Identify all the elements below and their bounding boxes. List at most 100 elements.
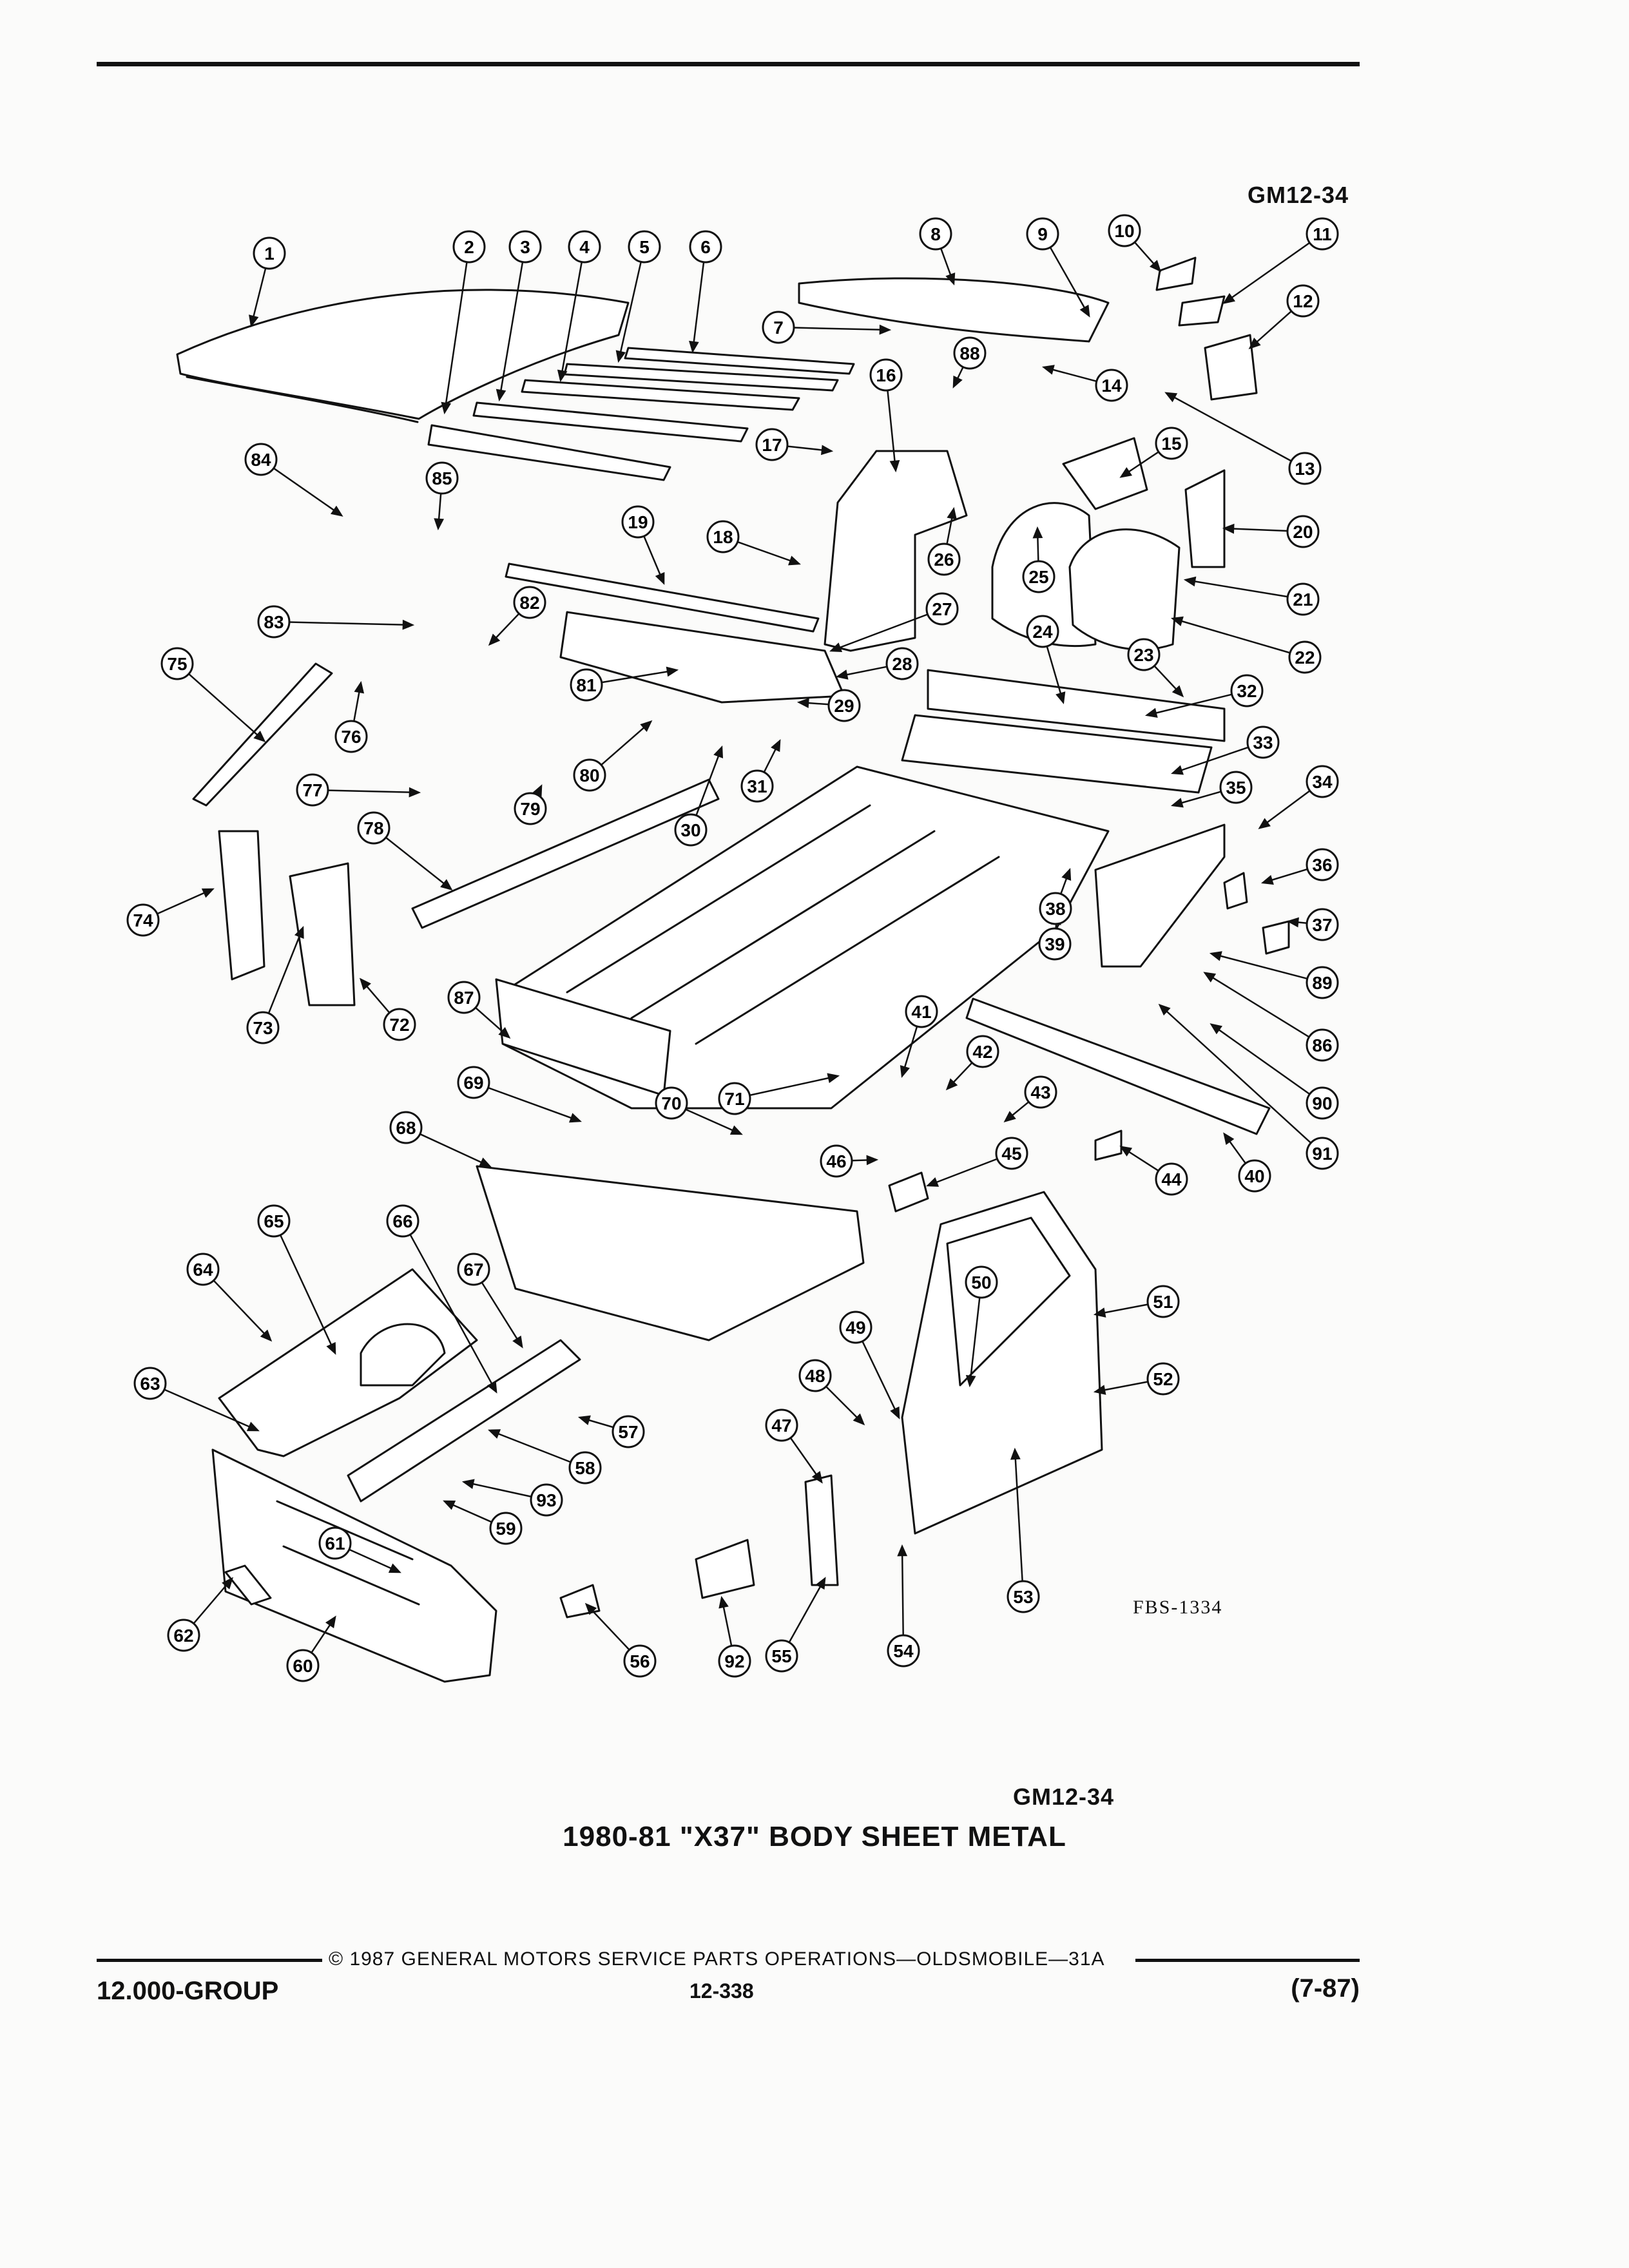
- callout-circle-32: [1230, 674, 1264, 707]
- callout-circle-1: [253, 236, 286, 270]
- leader-arrowhead-55: [815, 1577, 826, 1590]
- callout-circle-61: [318, 1526, 352, 1560]
- callout-circle-76: [334, 720, 368, 753]
- leader-line-74: [157, 888, 213, 915]
- leader-line-63: [164, 1389, 258, 1432]
- callout-number-32: 32: [1237, 681, 1257, 701]
- leader-line-9: [1049, 247, 1090, 316]
- leader-line-93: [463, 1481, 532, 1498]
- callout-number-41: 41: [911, 1002, 931, 1022]
- rear-floor-pan: [901, 714, 1213, 794]
- callout-circle-77: [296, 773, 329, 807]
- callout-number-63: 63: [140, 1374, 160, 1394]
- leader-line-90: [1211, 1023, 1311, 1095]
- leader-arrowhead-92: [718, 1595, 729, 1609]
- callout-number-75: 75: [167, 654, 187, 674]
- quarter-inner-panel: [824, 450, 968, 652]
- callout-number-44: 44: [1161, 1169, 1182, 1189]
- figure-id-bottom: GM12-34: [1013, 1783, 1115, 1810]
- leader-arrowhead-22: [1170, 616, 1184, 626]
- callout-number-26: 26: [934, 550, 954, 570]
- leader-arrowhead-36: [1260, 875, 1274, 885]
- leader-line-33: [1172, 746, 1249, 774]
- leader-arrowhead-41: [900, 1065, 910, 1079]
- callout-number-56: 56: [630, 1651, 650, 1671]
- callout-circle-60: [286, 1649, 320, 1682]
- leader-arrowhead-12: [1248, 337, 1261, 350]
- callout-circle-79: [514, 792, 547, 825]
- leader-arrowhead-59: [443, 1500, 456, 1510]
- leader-arrowhead-15: [1119, 466, 1133, 478]
- bracket-62: [224, 1564, 272, 1606]
- callout-circle-63: [133, 1367, 167, 1400]
- leader-arrowhead-50: [965, 1374, 976, 1388]
- leader-arrowhead-56: [584, 1602, 597, 1615]
- leader-arrowhead-43: [1003, 1111, 1016, 1123]
- leader-arrowhead-46: [866, 1155, 879, 1166]
- leader-arrowhead-37: [1286, 917, 1299, 928]
- callout-circle-46: [820, 1144, 853, 1178]
- callout-circle-9: [1026, 217, 1059, 251]
- leader-line-11: [1224, 242, 1311, 304]
- callout-circle-86: [1306, 1028, 1339, 1062]
- leader-arrowhead-66: [487, 1380, 497, 1394]
- callout-number-8: 8: [930, 224, 941, 244]
- leader-line-73: [267, 927, 304, 1014]
- callout-circle-42: [966, 1035, 999, 1068]
- lock-pillar: [218, 830, 265, 981]
- leader-arrowhead-61: [388, 1563, 401, 1573]
- bracket-10: [1155, 256, 1197, 291]
- callout-circle-59: [489, 1512, 523, 1545]
- callout-circle-92: [718, 1644, 751, 1678]
- leader-line-6: [691, 262, 705, 352]
- leader-line-89: [1211, 952, 1308, 980]
- callout-circle-15: [1155, 427, 1188, 460]
- leader-line-20: [1224, 527, 1288, 532]
- footer-group: 12.000-GROUP: [97, 1977, 279, 2005]
- callout-circle-14: [1095, 369, 1128, 402]
- leader-arrowhead-69: [568, 1113, 582, 1123]
- leader-arrowhead-21: [1183, 576, 1197, 587]
- leader-arrowhead-57: [577, 1415, 591, 1425]
- leader-arrowhead-89: [1209, 951, 1222, 961]
- callout-number-35: 35: [1226, 778, 1246, 798]
- leader-line-4: [559, 262, 583, 381]
- callout-number-37: 37: [1312, 915, 1332, 935]
- callout-number-23: 23: [1133, 645, 1153, 665]
- callout-number-77: 77: [302, 780, 322, 800]
- callout-number-90: 90: [1312, 1093, 1332, 1113]
- callout-number-78: 78: [363, 818, 383, 838]
- windshield-pillar: [192, 662, 333, 807]
- callout-circle-13: [1288, 452, 1322, 485]
- leader-line-45: [927, 1158, 998, 1187]
- leader-line-7: [793, 327, 890, 331]
- callout-circle-72: [383, 1008, 416, 1041]
- callout-circle-81: [570, 668, 603, 702]
- leader-arrowhead-70: [729, 1125, 743, 1135]
- leader-arrowhead-64: [260, 1329, 273, 1342]
- callout-number-54: 54: [893, 1641, 914, 1661]
- callout-circle-8: [919, 217, 952, 251]
- callout-circle-69: [457, 1066, 490, 1099]
- callout-circle-55: [765, 1639, 798, 1673]
- callout-number-82: 82: [519, 593, 539, 613]
- leader-line-66: [409, 1234, 497, 1392]
- callout-number-67: 67: [463, 1260, 483, 1280]
- callout-number-22: 22: [1295, 648, 1315, 668]
- leader-arrowhead-33: [1170, 765, 1184, 775]
- callout-circle-33: [1246, 726, 1280, 759]
- callout-circle-4: [568, 230, 601, 264]
- callout-circle-36: [1306, 848, 1339, 881]
- callout-number-29: 29: [834, 696, 854, 716]
- bracket-45: [888, 1171, 929, 1213]
- leader-arrowhead-16: [889, 460, 900, 473]
- leader-arrowhead-20: [1222, 523, 1235, 534]
- leader-arrowhead-24: [1055, 691, 1066, 705]
- callout-number-40: 40: [1244, 1166, 1264, 1186]
- leader-line-81: [601, 669, 677, 684]
- callout-circle-16: [869, 358, 903, 392]
- leader-arrowhead-60: [325, 1615, 336, 1629]
- radiator-support: [211, 1448, 497, 1683]
- leader-line-27: [831, 613, 928, 652]
- leader-line-65: [279, 1235, 336, 1354]
